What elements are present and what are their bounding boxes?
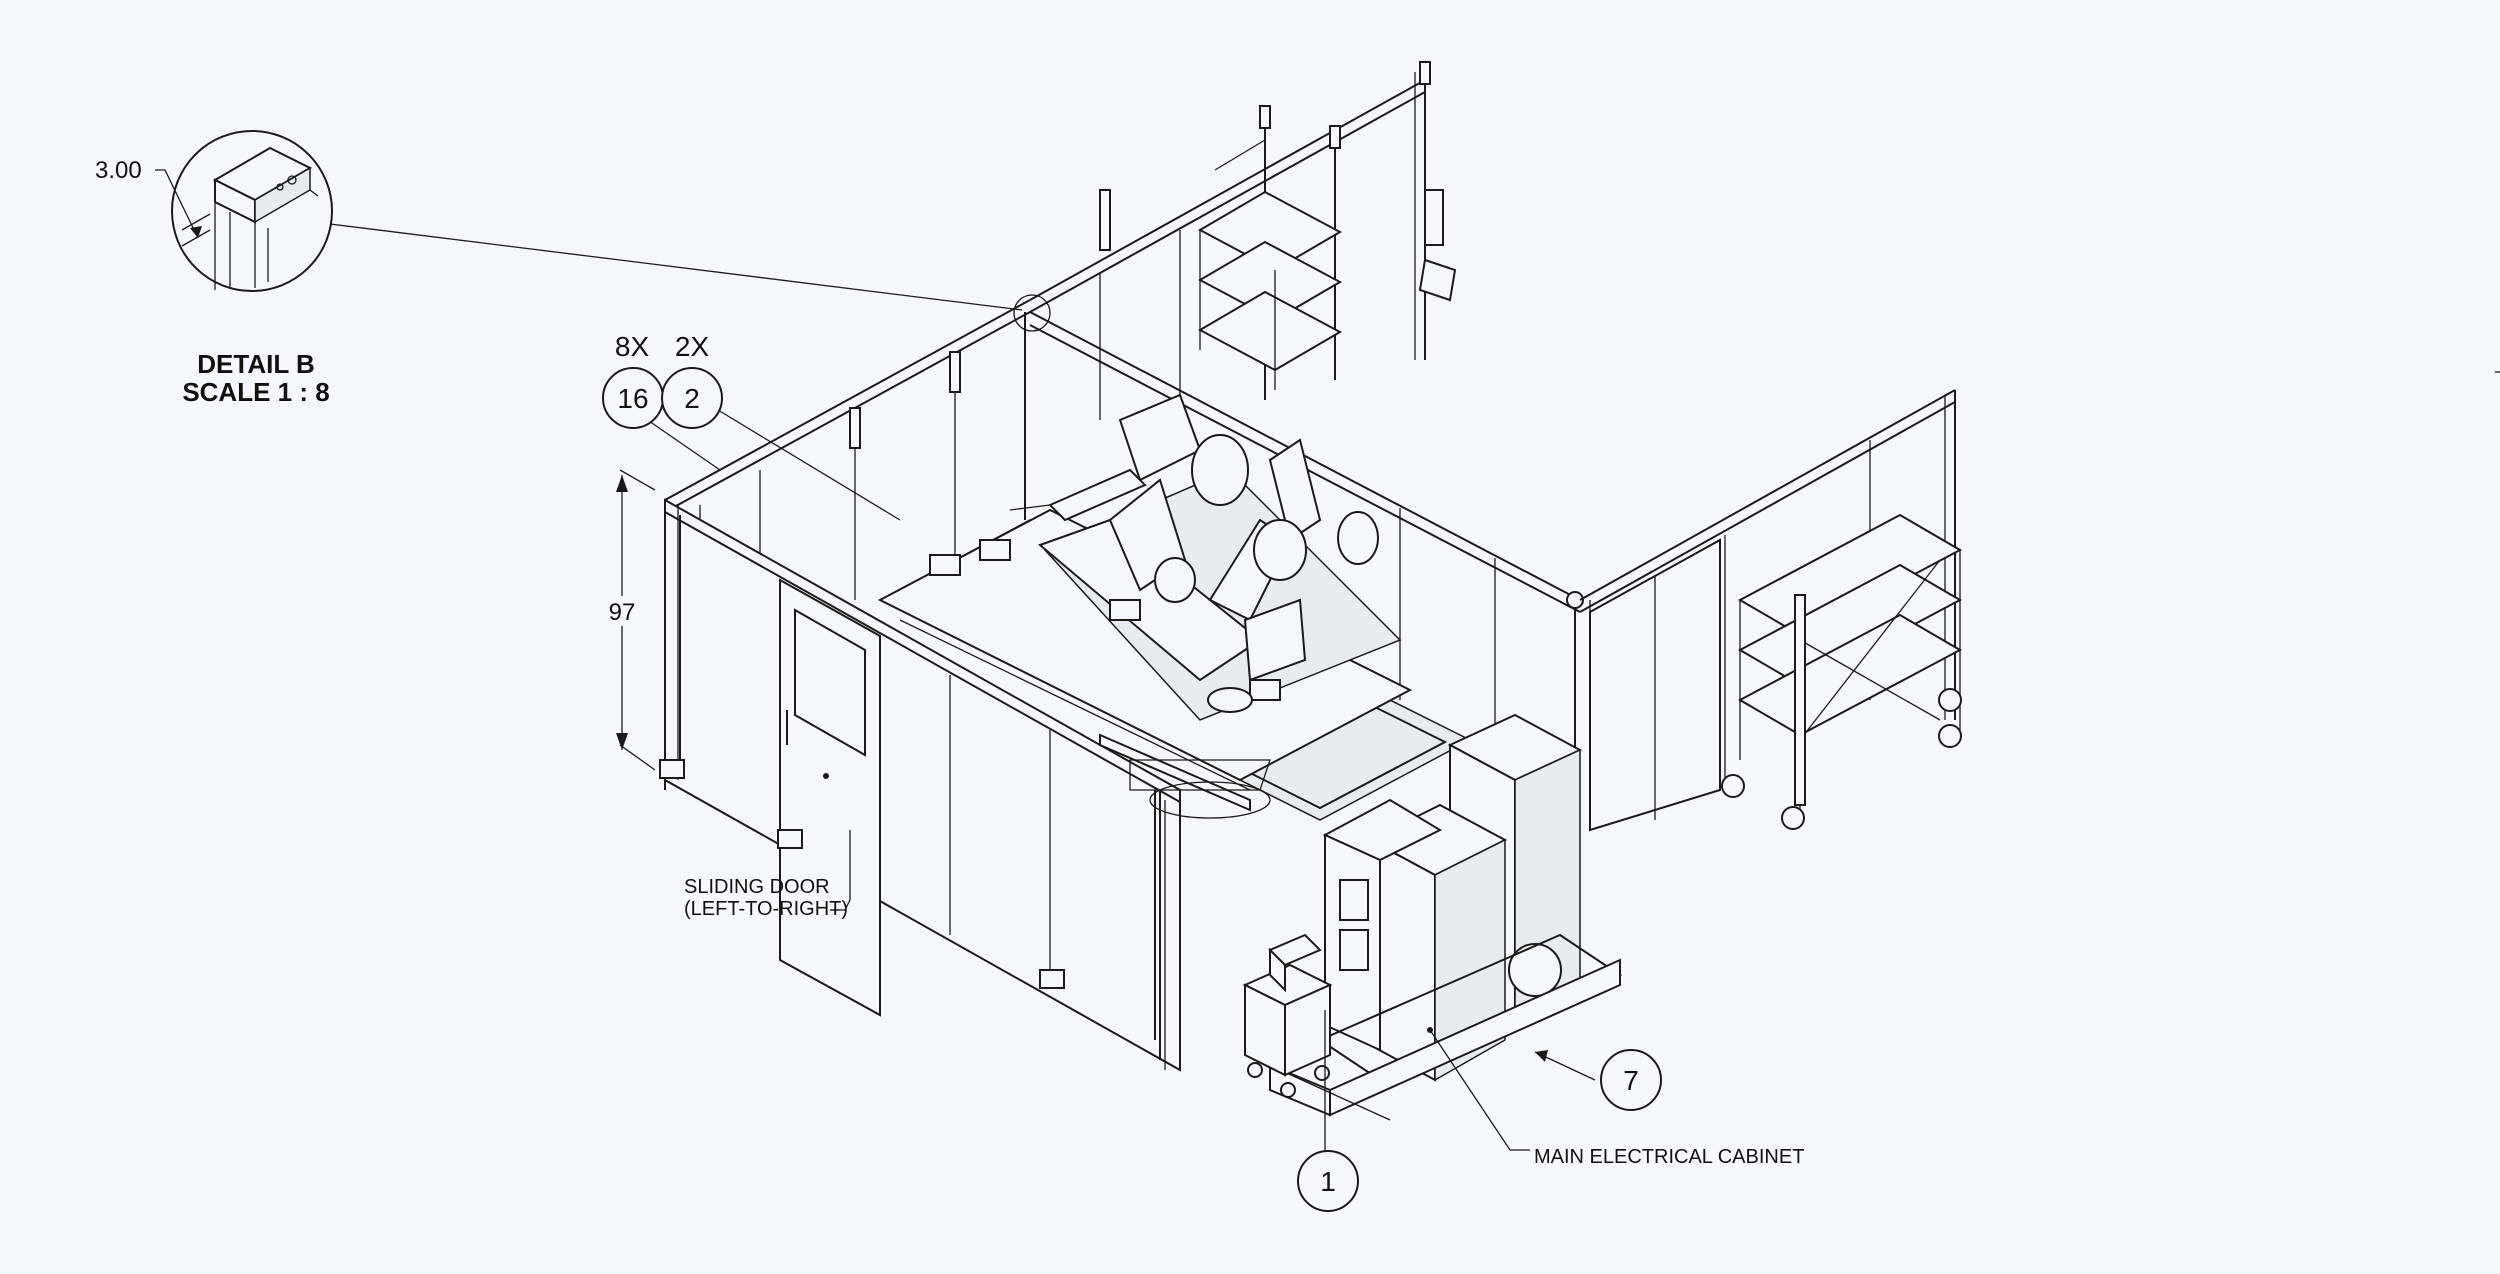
balloon-7-circle [1600, 1049, 1662, 1111]
back-storage-shelves [1197, 189, 1457, 390]
balloon-16-number: 16 [617, 383, 648, 414]
leader-dot-icon [1427, 1027, 1433, 1033]
detail-b-circle [171, 130, 333, 292]
detail-b-dim-leader [155, 169, 199, 239]
balloon-16: 8X 16 [602, 331, 664, 429]
rolling-cart [1721, 513, 1963, 830]
sliding-door-note-line1: SLIDING DOOR [684, 876, 830, 898]
balloon-2-circle [661, 367, 723, 429]
balloon-7-number: 7 [1623, 1065, 1639, 1096]
main-cabinet-note: MAIN ELECTRICAL CABINET [1534, 1146, 1804, 1168]
balloon-2-qty: 2X [675, 331, 710, 362]
sliding-door [1099, 733, 1271, 1070]
height-dimension-value: 97 [609, 599, 636, 626]
leader-arrow-icon [1535, 1050, 1548, 1062]
balloon-1: 1 [1297, 1150, 1359, 1212]
balloon-1-number: 1 [1320, 1166, 1336, 1197]
welding-robot-arms [1009, 393, 1379, 682]
balloon-2-number: 2 [684, 383, 700, 414]
detail-callout-line [329, 223, 1023, 311]
height-dimension: 97 [600, 469, 656, 771]
sliding-door-note-line2: (LEFT-TO-RIGHT) [684, 898, 848, 920]
detail-b-dimension: 3.00 [95, 157, 142, 184]
balloon-2: 2X 2 [661, 331, 723, 429]
detail-b-tube [181, 146, 319, 290]
detail-b-view: 3.00 DETAIL B SCALE 1 : 8 [95, 130, 1051, 407]
robotic-welding-cell: 97 [600, 61, 1963, 1152]
far-right-fence [1579, 389, 1956, 832]
detail-location-circle [1013, 294, 1051, 332]
main-electrical-cabinet [1269, 713, 1623, 1121]
front-left-wall [664, 498, 1181, 1072]
wire-feeder-cart [1242, 933, 1333, 1098]
detail-b-title: DETAIL B [197, 349, 314, 379]
dim-arrow-icon [190, 226, 202, 238]
detail-b-scale: SCALE 1 : 8 [182, 377, 329, 407]
left-end-frame [659, 500, 1065, 989]
balloon-16-qty: 8X [615, 331, 650, 362]
balloon-1-circle [1297, 1150, 1359, 1212]
back-right-fence [1029, 61, 1431, 440]
balloon-7: 7 [1600, 1049, 1662, 1111]
